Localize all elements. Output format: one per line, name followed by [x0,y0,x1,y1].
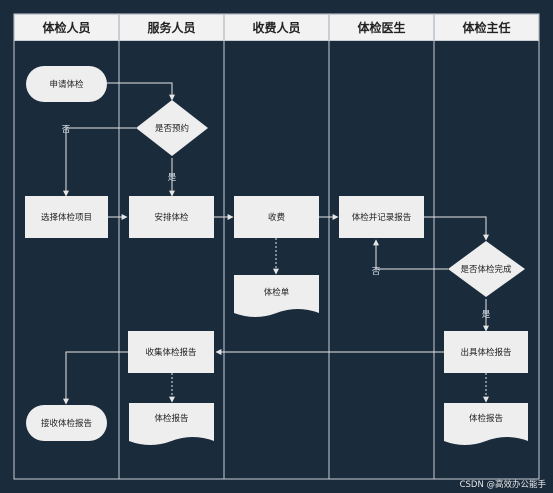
node-collect-label: 收集体检报告 [145,347,196,358]
node-report-director-label: 体检报告 [469,413,503,424]
nodes: 申请体检 是否预约 选择体检项目 安排体检 收费 体检并记录报告 是否体检完成 … [25,66,528,445]
node-bill-document [234,275,319,317]
node-done-label: 是否体检完成 [460,264,512,275]
edge-label-no-reserve: 否 [62,125,71,135]
node-reserved-decision [136,100,208,156]
node-choose [25,196,108,238]
node-arrange [129,196,214,238]
node-choose-label: 选择体检项目 [41,212,92,223]
node-report-director-document [444,403,528,445]
node-report-service-document [129,403,214,445]
lane-header-bg [224,14,329,41]
node-issue-label: 出具体检报告 [460,347,511,358]
node-done-decision [448,241,525,297]
lane-header-bg [119,14,224,41]
node-check [339,196,424,238]
lane-headers: 体检人员 服务人员 收费人员 体检医生 体检主任 [14,14,539,41]
edge-reserved-no-to-choose [63,127,136,197]
node-charge-label: 收费 [268,212,286,223]
node-receive [26,405,107,441]
lane-header-bg [14,14,119,41]
node-charge [234,196,319,238]
lane-title-service-staff: 服务人员 [147,20,195,35]
lane-title-doctor: 体检医生 [357,20,405,35]
node-collect [128,331,214,373]
node-apply [26,66,107,102]
edges [63,82,489,405]
node-issue [444,331,528,373]
node-apply-label: 申请体检 [49,79,84,90]
node-receive-label: 接收体检报告 [41,418,92,429]
lane-title-cashier: 收费人员 [252,20,300,35]
lane-header-bg [434,14,539,41]
lane-title-director: 体检主任 [462,20,510,35]
edge-apply-to-reserved [107,82,175,101]
lane-header-bg [329,14,434,41]
watermark-text: CSDN @高效办公能手 [460,479,547,490]
edge-label-yes-done: 是 [482,310,491,320]
node-reserved-label: 是否预约 [155,123,189,134]
node-bill-label: 体检单 [264,287,290,298]
node-report-service-label: 体检报告 [154,413,188,424]
edge-label-no-done: 否 [372,267,381,277]
edge-check-to-done [424,216,489,241]
edge-done-no-to-check [373,239,448,270]
node-arrange-label: 安排体检 [154,212,189,223]
edge-label-yes-reserve: 是 [168,173,177,183]
edge-collect-to-receive [63,351,128,405]
lane-title-examinee: 体检人员 [42,20,90,35]
node-check-label: 体检并记录报告 [352,212,412,223]
